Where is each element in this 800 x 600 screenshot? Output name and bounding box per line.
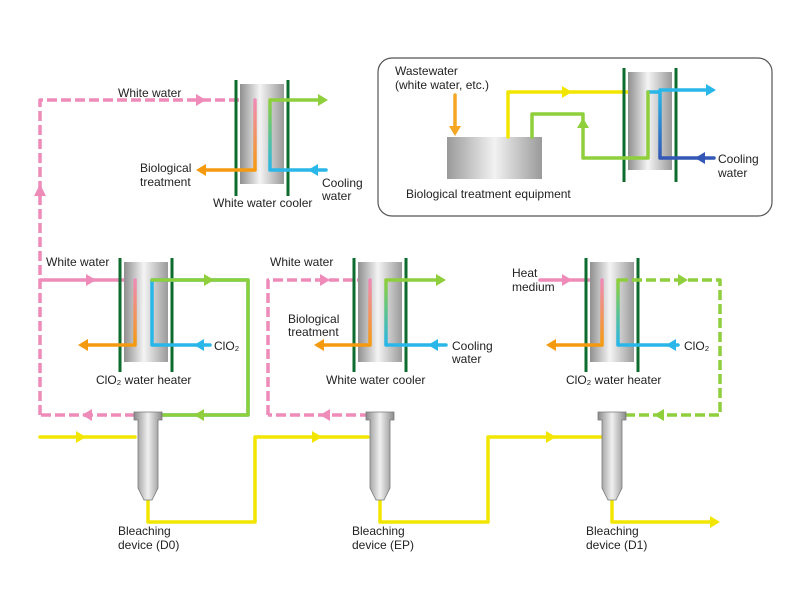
d1-heater-body bbox=[590, 262, 634, 362]
biological-treatment-tank bbox=[447, 137, 542, 179]
d0-green-arrow bbox=[204, 274, 214, 286]
wastewater-arrow bbox=[449, 126, 461, 136]
pulp-out-arrow bbox=[710, 516, 720, 528]
pulp-d0-ep-pipe bbox=[146, 435, 370, 524]
bleaching-device-ep-label-2: device (EP) bbox=[352, 538, 414, 552]
ep-green-arrow bbox=[436, 274, 446, 286]
white-water-riser-arrow bbox=[34, 184, 46, 196]
ep-white-water-cooler: White water Biological treatment Cooling… bbox=[266, 255, 493, 415]
bleaching-device-d0-body bbox=[133, 411, 163, 501]
d1-green-arrow bbox=[678, 274, 688, 286]
bleaching-device-ep-body bbox=[365, 411, 395, 501]
top-cooler-out-label-2: treatment bbox=[140, 175, 191, 189]
inset-return-arrow bbox=[577, 118, 589, 128]
d1-hot-pipe bbox=[548, 278, 604, 347]
pulp-out-pipe bbox=[610, 498, 714, 524]
inset-pulp-pipe bbox=[506, 90, 650, 139]
inset-exchanger-body bbox=[628, 72, 672, 170]
pulp-in-arrow bbox=[76, 431, 86, 443]
ep-white-water-arrow bbox=[320, 274, 330, 286]
inset-panel: Wastewater (white water, etc.) Biologica… bbox=[377, 57, 773, 217]
top-cooler-cooling-pipe bbox=[268, 98, 328, 172]
d1-heater-name: ClO₂ water heater bbox=[566, 373, 661, 387]
top-cooler-in-label: White water bbox=[118, 86, 181, 100]
ep-out-label-1: Biological bbox=[288, 312, 339, 326]
d1-clo2-arrow bbox=[666, 339, 676, 351]
top-cooler-coolant-label-1: Cooling bbox=[322, 176, 363, 190]
inset-coolant-label-2: water bbox=[717, 166, 747, 180]
d1-clo2-pipe bbox=[616, 278, 680, 347]
d1-green-return-pipe bbox=[618, 278, 722, 417]
d0-reagent-label: ClO₂ bbox=[214, 339, 240, 353]
d1-clo2-water-heater: Heat medium ClO₂ ClO₂ water heater bbox=[512, 258, 722, 421]
ep-hot-pipe bbox=[316, 278, 372, 347]
top-cooler-coolant-label-2: water bbox=[321, 189, 351, 203]
top-cooler-out-label-1: Biological bbox=[140, 161, 191, 175]
bleaching-device-d1-label-1: Bleaching bbox=[586, 524, 639, 538]
bleaching-device-ep: Bleaching device (EP) bbox=[352, 411, 414, 552]
inset-hot-out-arrow bbox=[706, 84, 716, 96]
inset-cooling-arrow bbox=[695, 152, 705, 164]
bleaching-device-d0-label-2: device (D0) bbox=[118, 538, 179, 552]
top-white-water-cooler: Biological treatment Cooling water White… bbox=[140, 80, 363, 210]
ep-cooling-pipe bbox=[384, 278, 448, 347]
d1-heat-medium-arrow bbox=[562, 274, 572, 286]
inset-hot-out-pipe bbox=[646, 88, 714, 94]
bleaching-device-d1: Bleaching device (D1) bbox=[586, 411, 647, 552]
d1-in-label-1: Heat bbox=[512, 266, 538, 280]
ep-pink-return-arrow bbox=[320, 409, 330, 421]
white-water-top-arrow bbox=[196, 94, 206, 106]
ep-coolant-label-2: water bbox=[451, 352, 481, 366]
d0-hot-arrow bbox=[78, 339, 88, 351]
white-water-riser-pipe bbox=[38, 98, 255, 415]
inset-return-pipe bbox=[530, 90, 650, 160]
bleaching-device-d1-label-2: device (D1) bbox=[586, 538, 647, 552]
d1-return-arrow bbox=[654, 409, 664, 421]
d0-pink-return-arrow bbox=[82, 409, 92, 421]
inset-coolant-label-1: Cooling bbox=[718, 152, 759, 166]
top-cooler-name: White water cooler bbox=[213, 196, 312, 210]
ep-in-label: White water bbox=[270, 255, 333, 269]
d0-in-label: White water bbox=[46, 255, 109, 269]
ep-white-water-pipe bbox=[266, 278, 370, 415]
pulp-ep-d1-pipe bbox=[378, 435, 607, 524]
bleaching-device-d0-label-1: Bleaching bbox=[118, 524, 171, 538]
d0-heater-name: ClO₂ water heater bbox=[96, 373, 191, 387]
top-cooler-hot-pipe bbox=[198, 98, 257, 172]
ep-cooler-name: White water cooler bbox=[326, 373, 425, 387]
d0-clo2-arrow bbox=[194, 339, 204, 351]
d0-white-water-in-arrow bbox=[86, 274, 96, 286]
ep-out-label-2: treatment bbox=[288, 325, 339, 339]
bleaching-device-d0: Bleaching device (D0) bbox=[118, 411, 179, 552]
d1-reagent-label: ClO₂ bbox=[684, 339, 710, 353]
ep-hot-arrow bbox=[314, 339, 324, 351]
pulp-d0-ep-arrow bbox=[312, 431, 322, 443]
d0-clo2-water-heater: White water ClO₂ ClO₂ water heater bbox=[38, 255, 250, 421]
top-cooler-out-arrow bbox=[196, 164, 206, 176]
d0-heater-body bbox=[124, 262, 168, 362]
d1-hot-arrow bbox=[546, 339, 556, 351]
ep-coolant-label-1: Cooling bbox=[452, 339, 493, 353]
inset-pulp-arrow bbox=[562, 86, 572, 98]
inset-equipment-label: Biological treatment equipment bbox=[406, 187, 571, 201]
ep-cooling-arrow bbox=[428, 339, 438, 351]
top-cooler-green-arrow bbox=[318, 94, 328, 106]
top-cooler-cooling-arrow bbox=[308, 164, 318, 176]
inset-source-label-2: (white water, etc.) bbox=[395, 78, 489, 92]
bleaching-device-ep-label-1: Bleaching bbox=[352, 524, 405, 538]
d0-return-arrow bbox=[194, 409, 204, 421]
ep-cooler-body bbox=[358, 262, 402, 362]
inset-source-label-1: Wastewater bbox=[395, 64, 458, 78]
d0-hot-pipe bbox=[80, 278, 137, 347]
bleaching-device-d1-body bbox=[597, 411, 627, 501]
d1-in-label-2: medium bbox=[512, 280, 555, 294]
pulp-ep-d1-arrow bbox=[546, 431, 556, 443]
